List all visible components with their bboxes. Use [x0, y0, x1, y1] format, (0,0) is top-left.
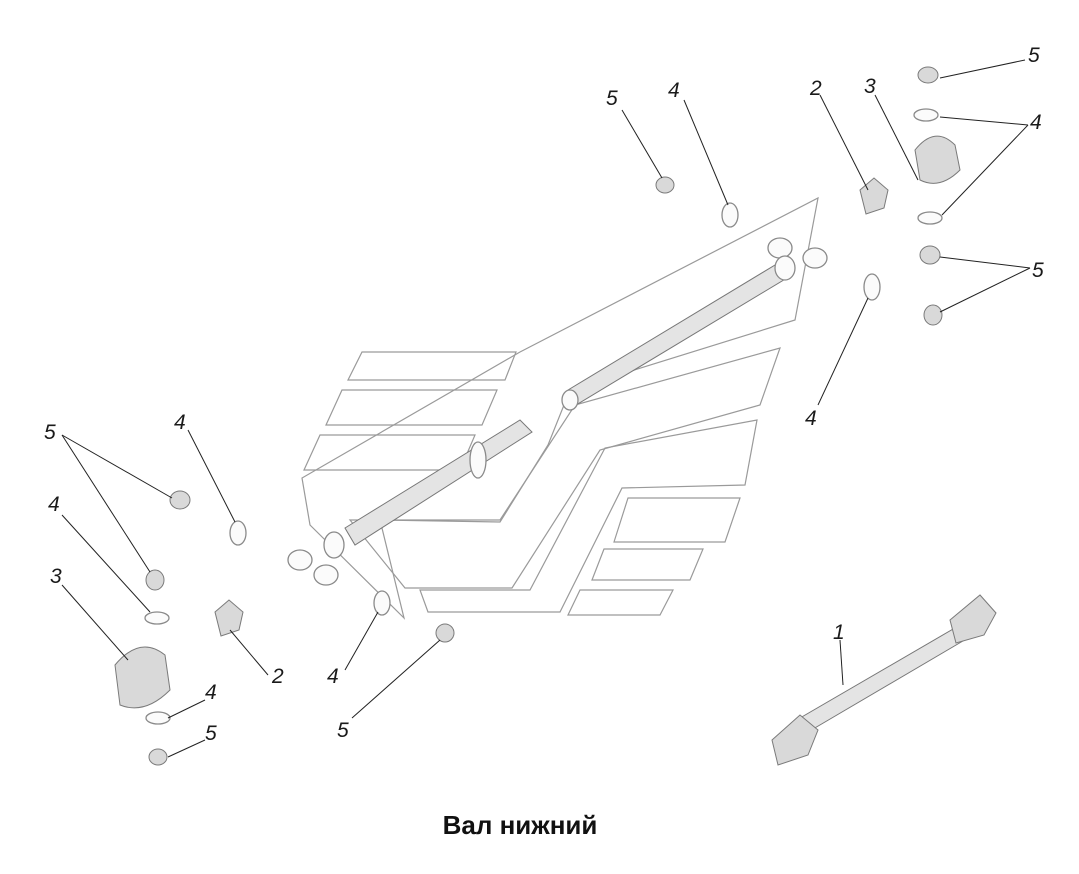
- shaft-lower-tube: [344, 419, 533, 546]
- callout-2-top-right: 2: [810, 77, 822, 100]
- callout-3-top-right: 3: [864, 75, 876, 98]
- callout-1-assembly: 1: [833, 621, 845, 644]
- panel-lower-band: [419, 419, 758, 613]
- callout-4-top-center: 4: [668, 79, 680, 102]
- callout-5-top-center: 5: [606, 87, 618, 110]
- panel-slot-2: [325, 389, 498, 426]
- shaft-upper-tube: [567, 261, 793, 406]
- ring-4-top-center: [721, 202, 739, 228]
- cap-5-left-low: [148, 748, 168, 766]
- callout-5-top-right: 5: [1028, 44, 1040, 67]
- ring-4-top-right-a: [913, 108, 939, 122]
- assembled-shaft-1: [771, 594, 997, 766]
- cap-5-top-center: [655, 176, 675, 194]
- assembled-joint-upper: [949, 594, 997, 644]
- callout-5-left-low: 5: [205, 722, 217, 745]
- callout-4-center-low: 4: [327, 665, 339, 688]
- callout-4-top-right: 4: [1030, 111, 1042, 134]
- callout-4-left-mid: 4: [48, 493, 60, 516]
- panel-slot-1: [347, 351, 517, 381]
- assembled-joint-lower: [771, 714, 819, 766]
- diagram-title: Вал нижний: [442, 810, 598, 840]
- ring-4-top-right-b: [917, 211, 943, 225]
- callout-5-right-mid: 5: [1032, 259, 1044, 282]
- leader-lines: [61, 59, 1031, 758]
- central-shaft: [287, 237, 828, 586]
- callout-3-left: 3: [50, 565, 62, 588]
- cap-5-left-mid: [145, 569, 165, 591]
- fork-3-left: [114, 646, 171, 709]
- shaft-tube-end: [561, 389, 579, 411]
- cap-5-left-top: [169, 490, 191, 510]
- cross-2-left: [214, 599, 244, 637]
- callout-4-right-mid: 4: [805, 407, 817, 430]
- panel-slot-4: [613, 497, 741, 543]
- fork-3-top-right: [914, 135, 961, 184]
- panel-main-outline: [301, 196, 819, 620]
- cap-5-right-b: [923, 304, 943, 326]
- ring-4-left-low: [145, 711, 171, 725]
- base-panel-outlines: [301, 196, 819, 620]
- callout-4-left-low: 4: [205, 681, 217, 704]
- callout-5-left-top: 5: [44, 421, 56, 444]
- panel-slot-3: [303, 434, 476, 471]
- fork-right: [767, 237, 828, 281]
- panel-slot-6: [567, 589, 674, 616]
- cap-5-top-right: [917, 66, 939, 84]
- cap-5-right-a: [919, 245, 941, 265]
- small-parts: [114, 66, 961, 766]
- ring-4-left-mid: [144, 611, 170, 625]
- fork-left: [287, 531, 345, 586]
- callout-2-left: 2: [272, 665, 284, 688]
- shaft-spline-sleeve: [469, 441, 487, 479]
- assembled-shaft-tube: [799, 624, 969, 733]
- panel-inner-band: [348, 347, 781, 589]
- callout-4-left-upper: 4: [174, 411, 186, 434]
- ring-4-right-mid: [863, 273, 881, 301]
- cap-5-center-low: [435, 623, 455, 643]
- panel-slot-5: [591, 548, 704, 581]
- ring-4-left-upper: [229, 520, 247, 546]
- ring-4-center-low: [373, 590, 391, 616]
- callout-5-center-low: 5: [337, 719, 349, 742]
